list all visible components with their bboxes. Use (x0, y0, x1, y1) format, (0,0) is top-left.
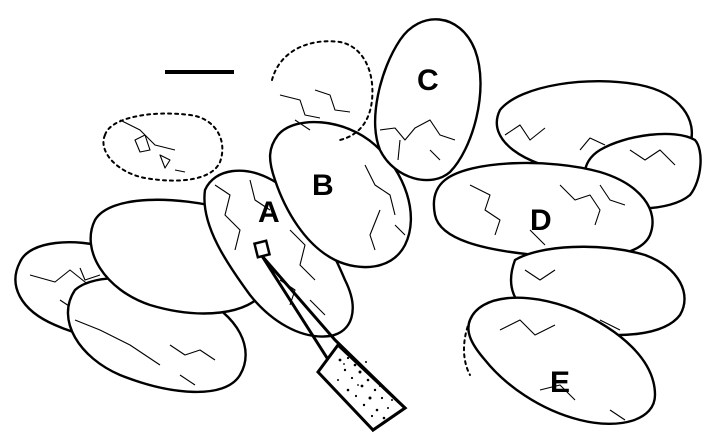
label-b: B (312, 169, 334, 202)
label-a: A (258, 196, 280, 229)
egg-dashed-top-left (103, 114, 222, 181)
label-e: E (550, 366, 570, 399)
label-c: C (417, 64, 439, 97)
label-d: D (530, 204, 552, 237)
egg-c (375, 19, 480, 180)
